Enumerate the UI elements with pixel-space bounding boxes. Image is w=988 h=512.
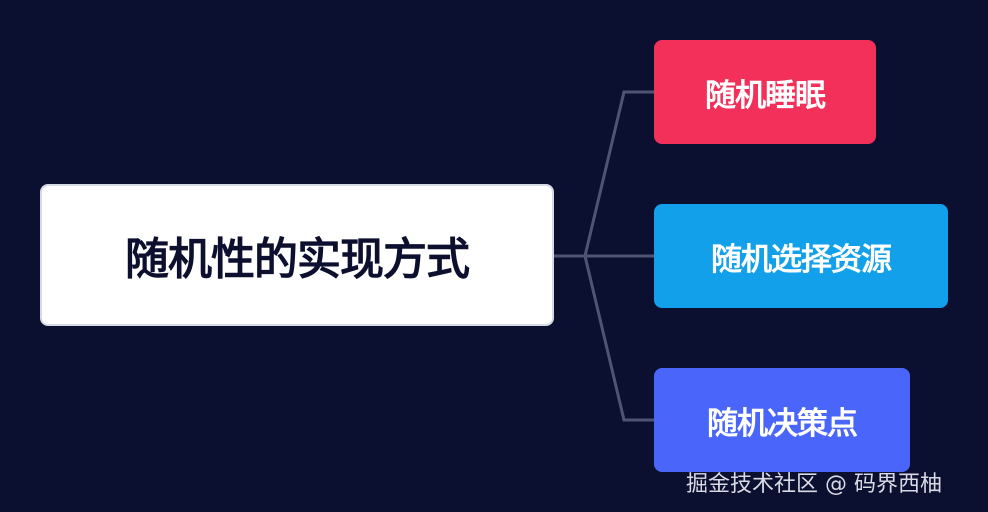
child-node-random-resource[interactable]: 随机选择资源 [654, 204, 948, 308]
watermark: 掘金技术社区 @ 码界西柚 [686, 472, 942, 497]
root-node-label: 随机性的实现方式 [125, 234, 470, 285]
child-node-label: 随机选择资源 [711, 241, 892, 278]
root-node[interactable]: 随机性的实现方式 [40, 184, 554, 326]
child-node-label: 随机决策点 [707, 405, 858, 442]
child-node-random-sleep[interactable]: 随机睡眠 [654, 40, 876, 144]
child-node-label: 随机睡眠 [705, 77, 826, 114]
child-node-random-decision[interactable]: 随机决策点 [654, 368, 910, 472]
